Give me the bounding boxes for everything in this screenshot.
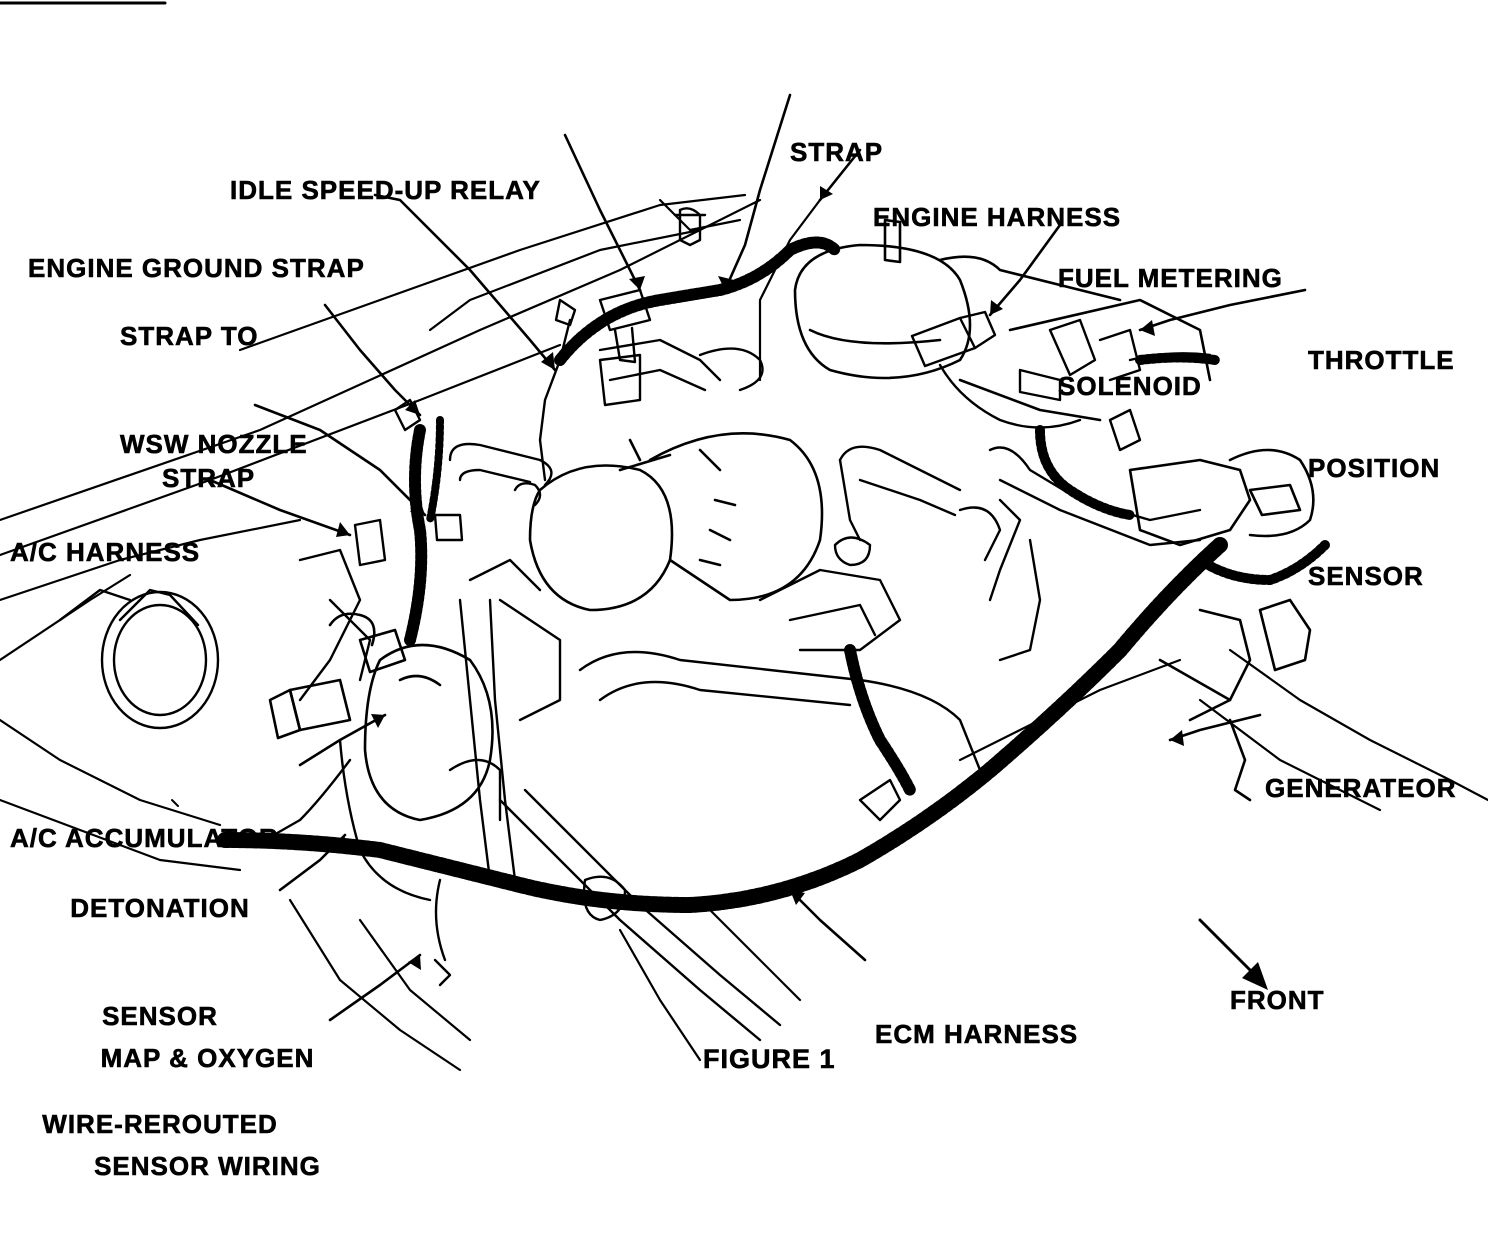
idle-relay	[598, 207, 707, 407]
ecm-harness-loom	[217, 537, 1228, 913]
label-ac-accumulator: A/C ACCUMULATOR	[10, 823, 279, 854]
engine-wiring-diagram: STRAP IDLE SPEED-UP RELAY ENGINE HARNESS…	[0, 1, 1488, 1181]
label-strap-top: STRAP	[790, 137, 884, 168]
engine-illustration	[0, 1, 1488, 1072]
label-generator: GENERATEOR	[1265, 773, 1457, 804]
engine-harness-loom	[554, 236, 841, 366]
tps-harness-loom	[1035, 352, 1330, 585]
detonation-wire	[263, 738, 452, 987]
front-arrow-icon	[1198, 918, 1268, 990]
leader-arrowheads	[333, 186, 1184, 970]
label-fuel-metering-solenoid: FUEL METERING SOLENOID	[1058, 263, 1283, 402]
label-ac-harness: A/C HARNESS	[10, 537, 201, 568]
label-throttle-position-sensor: THROTTLE POSITION SENSOR	[1308, 345, 1455, 592]
wsw-strap	[353, 398, 464, 567]
sensor-harness-loom	[844, 644, 916, 822]
label-map-oxygen-wiring: MAP & OXYGEN SENSOR WIRING	[94, 1043, 321, 1182]
label-strap-to-wsw-nozzle: STRAP TO WSW NOZZLE	[120, 321, 308, 460]
label-strap-left: STRAP	[162, 463, 256, 494]
ac-accumulator	[268, 612, 494, 822]
generator	[1128, 448, 1315, 802]
label-front: FRONT	[1230, 985, 1325, 1016]
intake-plenum	[468, 538, 1042, 802]
label-engine-harness: ENGINE HARNESS	[873, 202, 1122, 233]
reservoir-cap	[58, 548, 372, 730]
ac-harness-loom	[404, 416, 444, 646]
label-engine-ground-strap: ENGINE GROUND STRAP	[28, 253, 365, 284]
label-idle-speed-up-relay: IDLE SPEED-UP RELAY	[230, 175, 541, 206]
figure-caption: FIGURE 1	[703, 1044, 836, 1075]
ground-strap	[513, 298, 577, 507]
fuel-solenoid-connector	[910, 310, 1082, 429]
ac-compressor	[528, 432, 824, 612]
scan-ticks	[171, 799, 179, 807]
label-ecm-harness: ECM HARNESS	[875, 1019, 1079, 1050]
